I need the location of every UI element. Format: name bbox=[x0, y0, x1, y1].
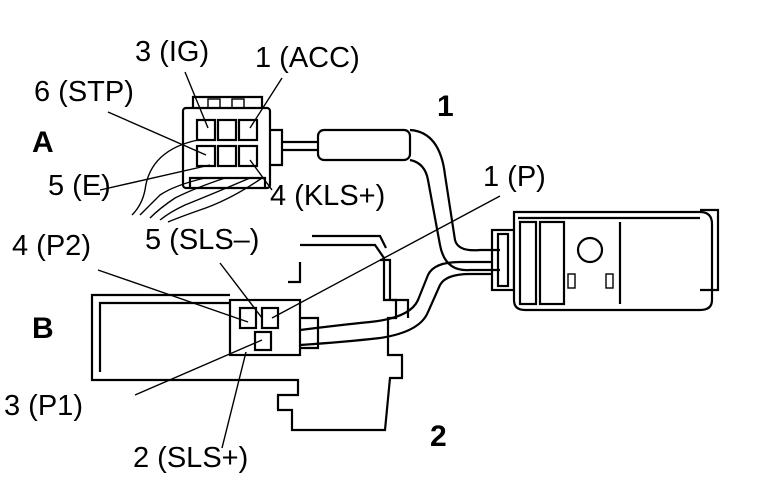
pin-label-acc: 1 (ACC) bbox=[255, 42, 360, 74]
harness-1 bbox=[283, 128, 500, 272]
pin-label-p2: 4 (P2) bbox=[12, 230, 91, 262]
connector-a-leads bbox=[131, 139, 263, 223]
connector-a bbox=[181, 95, 284, 190]
pin-label-stp: 6 (STP) bbox=[34, 76, 134, 108]
section-a-letter: A bbox=[32, 126, 54, 159]
callout-2: 2 bbox=[430, 420, 447, 453]
section-b-letter: B bbox=[32, 312, 54, 345]
callout-1: 1 bbox=[437, 90, 454, 123]
pin-label-sls-plus: 2 (SLS+) bbox=[133, 442, 249, 474]
main-unit bbox=[490, 208, 720, 312]
connector-b bbox=[90, 234, 410, 432]
pin-label-sls-minus: 5 (SLS–) bbox=[145, 224, 260, 256]
harness-2 bbox=[299, 260, 492, 347]
leader-lines bbox=[97, 71, 501, 449]
pin-label-e: 5 (E) bbox=[48, 170, 111, 202]
pin-label-ig: 3 (IG) bbox=[135, 36, 210, 68]
pin-label-p: 1 (P) bbox=[483, 161, 546, 193]
pin-label-kls: 4 (KLS+) bbox=[270, 180, 386, 212]
pin-label-p1: 3 (P1) bbox=[4, 390, 83, 422]
